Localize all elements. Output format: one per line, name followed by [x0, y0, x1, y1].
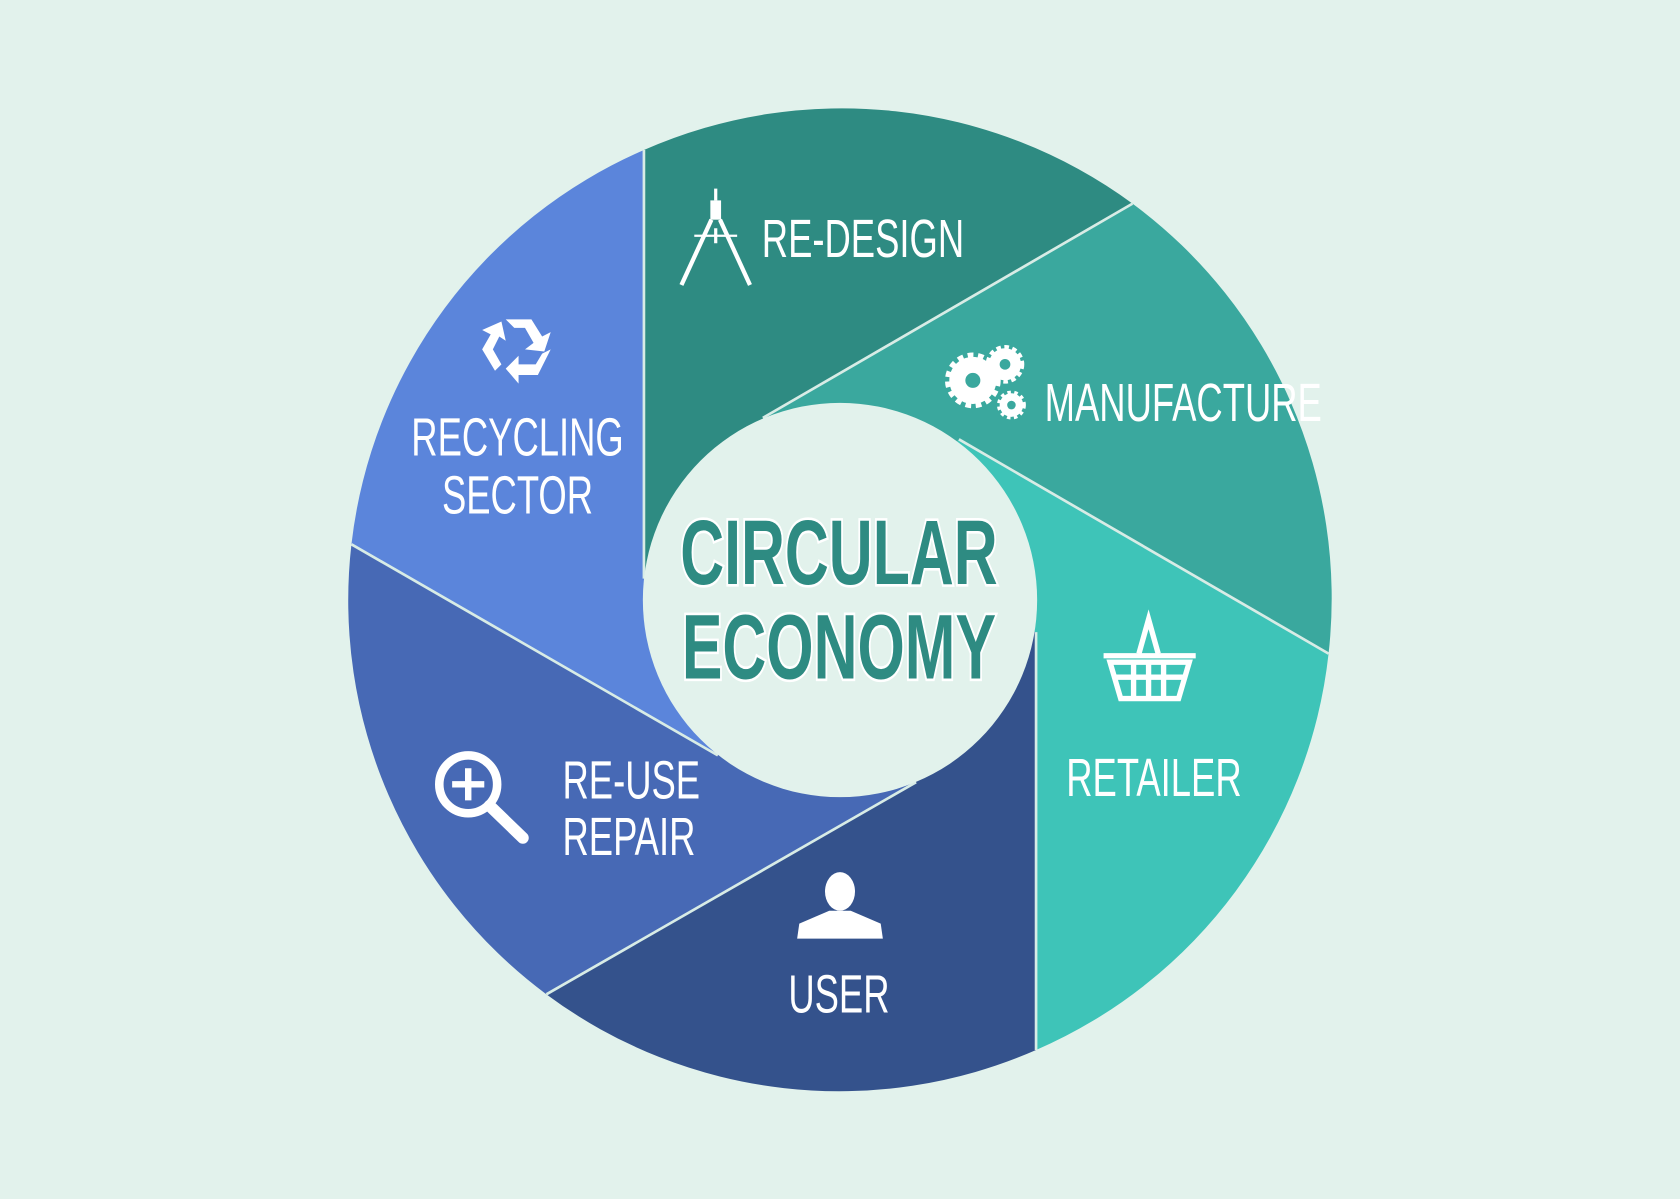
center-title-line1: CIRCULAR — [680, 500, 997, 604]
label-reuse: RE-USE — [563, 750, 701, 810]
segment-manufacture — [762, 203, 1332, 654]
label-user: USER — [788, 965, 889, 1025]
user-icon — [797, 872, 883, 939]
label-sector: SECTOR — [442, 465, 593, 525]
label-redesign: RE-DESIGN — [762, 209, 964, 269]
label-recycling: RECYCLING — [411, 407, 623, 467]
segment-reuse — [348, 544, 917, 995]
segment-divider — [545, 781, 917, 996]
segment-divider — [958, 438, 1330, 655]
center-title-line2: ECONOMY — [682, 594, 996, 698]
label-manufacture: MANUFACTURE — [1045, 373, 1322, 433]
label-retailer: RETAILER — [1066, 748, 1241, 808]
segment-divider — [762, 202, 1134, 420]
compass-icon — [679, 188, 752, 286]
gears-icon — [944, 345, 1026, 420]
magnifier-plus-icon — [435, 751, 529, 844]
shopping-basket-icon — [1103, 609, 1196, 702]
center-circle — [642, 402, 1038, 798]
segment-divider — [350, 543, 719, 757]
label-repair: REPAIR — [563, 807, 696, 867]
recycle-icon — [482, 319, 551, 384]
